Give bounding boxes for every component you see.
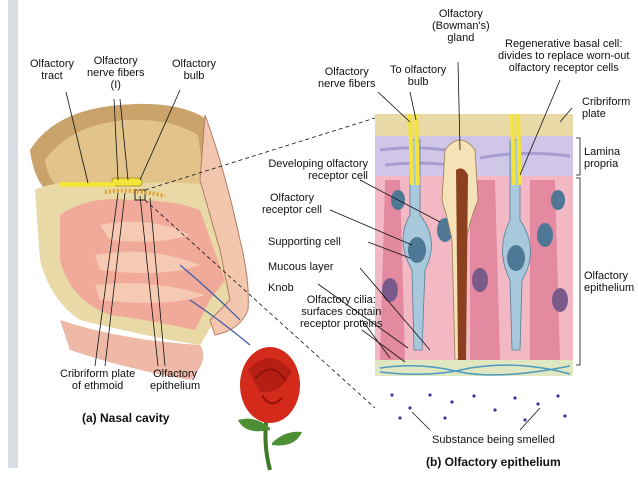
page-edge-bar <box>8 0 18 468</box>
odorant-molecules <box>390 393 567 422</box>
label-to-olfactory-bulb: To olfactory bulb <box>390 64 447 88</box>
brackets <box>576 137 581 366</box>
caption-olfactory-epithelium: (b) Olfactory epithelium <box>426 455 561 469</box>
nasal-cavity-illustration <box>30 103 251 380</box>
label-cribriform-plate-b: Cribriform plate <box>582 96 631 120</box>
cribriform-plate-shape <box>375 114 573 136</box>
label-olfactory-nerve-fibers-b: Olfactory nerve fibers <box>318 66 376 90</box>
label-developing-receptor-cell: Developing olfactory receptor cell <box>268 158 368 182</box>
label-cribriform-plate-ethmoid: Cribriform plate of ethmoid <box>60 368 136 392</box>
label-mucous-layer: Mucous layer <box>268 261 334 273</box>
leader-lines-a <box>65 89 376 409</box>
olfactory-bulb-shape <box>111 177 143 187</box>
label-olfactory-nerve-fibers-i: Olfactory nerve fibers (I) <box>87 55 145 91</box>
label-bowmans-gland: Olfactory (Bowman's) gland <box>432 8 490 44</box>
label-olfactory-receptor-cell: Olfactory receptor cell <box>262 192 322 216</box>
label-olfactory-cilia: Olfactory cilia: surfaces contain recept… <box>300 294 383 330</box>
leader-lines-b <box>317 61 573 431</box>
label-olfactory-tract: Olfactory tract <box>30 58 75 82</box>
label-knob: Knob <box>268 282 294 294</box>
caption-nasal-cavity: (a) Nasal cavity <box>82 411 170 425</box>
label-olfactory-epithelium-a: Olfactory epithelium <box>150 368 201 392</box>
label-regenerative-basal-cell: Regenerative basal cell: divides to repl… <box>498 38 630 74</box>
label-lamina-propria: Lamina propria <box>584 146 621 170</box>
rose-illustration <box>238 347 302 471</box>
label-olfactory-epithelium-b: Olfactory epithelium <box>584 270 635 294</box>
label-supporting-cell: Supporting cell <box>268 236 341 248</box>
label-substance-smelled: Substance being smelled <box>432 434 555 446</box>
label-olfactory-bulb-a: Olfactory bulb <box>172 58 217 82</box>
epithelium-illustration <box>375 113 573 422</box>
